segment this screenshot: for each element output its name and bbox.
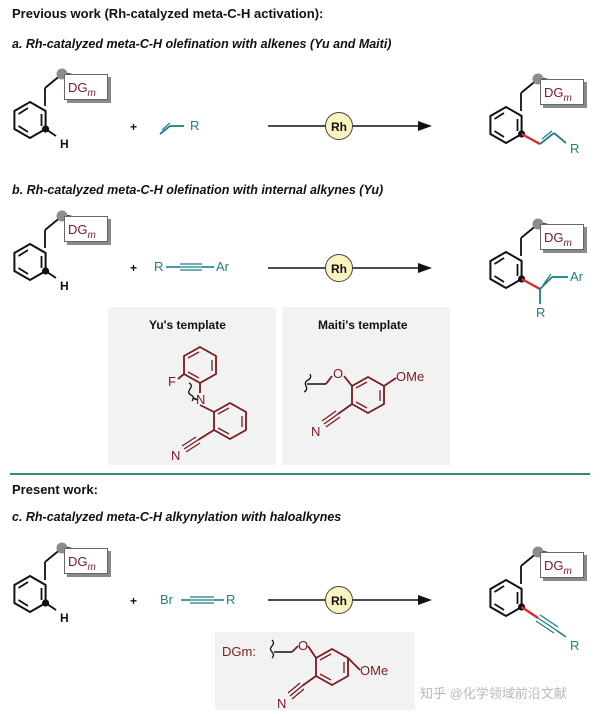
dg-box-b-product: DGm: [540, 224, 584, 250]
dgm-label: DGm:: [222, 644, 256, 659]
maiti-template-panel: [282, 307, 450, 465]
dgm-methoxy-label: OMe: [360, 663, 389, 678]
dg-box-c-product: DGm: [540, 552, 584, 578]
yu-template-panel: [108, 307, 276, 465]
substrate-b: [13, 209, 81, 281]
present-work-heading: Present work:: [12, 482, 98, 497]
previous-work-heading: Previous work (Rh-catalyzed meta-C-H act…: [12, 6, 324, 21]
product-c-r-label: R: [570, 638, 580, 653]
substrate-a: [13, 67, 81, 139]
section-c-title: c. Rh-catalyzed meta-C-H alkynylation wi…: [12, 510, 342, 524]
maiti-template-title: Maiti's template: [318, 318, 408, 332]
h-label-c: H: [60, 611, 69, 625]
maiti-attachment-wavy: [303, 373, 312, 393]
alkyne-ar-label: Ar: [216, 259, 229, 274]
yu-template-title: Yu's template: [149, 318, 226, 332]
maiti-template-structure: [321, 375, 397, 428]
plus-a: +: [130, 120, 138, 134]
yu-fluorine-label: F: [168, 374, 176, 389]
bromoalkyne-br-label: Br: [160, 592, 173, 607]
h-label-b: H: [60, 279, 69, 293]
h-label-a: H: [60, 137, 69, 151]
alkene-reagent: [159, 122, 184, 135]
plus-b: +: [130, 261, 138, 275]
yu-nitrogen-label: N: [196, 392, 206, 407]
dg-box-b-substrate: DGm: [64, 216, 108, 242]
dgm-attachment-wavy: [269, 639, 275, 659]
plus-c: +: [130, 594, 138, 608]
substrate-c: [13, 541, 81, 613]
maiti-nitrile-n-label: N: [311, 424, 321, 439]
section-divider: [10, 473, 590, 475]
rh-catalyst-b: Rh: [325, 254, 353, 282]
bromoalkyne-reagent: [181, 596, 224, 604]
watermark-text: 知乎 @化学领域前沿文献: [420, 686, 567, 701]
yu-attachment-wavy: [188, 382, 194, 402]
product-b-r-label: R: [536, 305, 546, 320]
product-a-r-label: R: [570, 141, 580, 156]
dgm-panel: [215, 632, 415, 710]
dg-box-a-substrate: DGm: [64, 74, 108, 100]
yu-template-structure: [177, 345, 247, 453]
dgm-structure: [287, 645, 361, 700]
product-b: [489, 217, 568, 304]
yu-nitrile-n-label: N: [171, 448, 181, 463]
section-a-title: a. Rh-catalyzed meta-C-H olefination wit…: [12, 37, 392, 51]
dgm-nitrile-n-label: N: [277, 696, 287, 711]
product-c: [489, 545, 567, 638]
rh-catalyst-a: Rh: [325, 112, 353, 140]
maiti-methoxy-label: OMe: [396, 369, 425, 384]
alkyne-r-label: R: [154, 259, 164, 274]
product-b-ar-label: Ar: [570, 269, 583, 284]
alkene-r-label: R: [190, 118, 200, 133]
bromoalkyne-r-label: R: [226, 592, 236, 607]
section-b-title: b. Rh-catalyzed meta-C-H olefination wit…: [12, 183, 384, 197]
dg-box-c-substrate: DGm: [64, 548, 108, 574]
dgm-oxygen-label: O: [298, 638, 309, 653]
alkyne-reagent-b: [166, 263, 214, 271]
maiti-oxygen-label: O: [333, 366, 344, 381]
dg-box-a-product: DGm: [540, 79, 584, 105]
product-a: [489, 72, 567, 146]
rh-catalyst-c: Rh: [325, 586, 353, 614]
